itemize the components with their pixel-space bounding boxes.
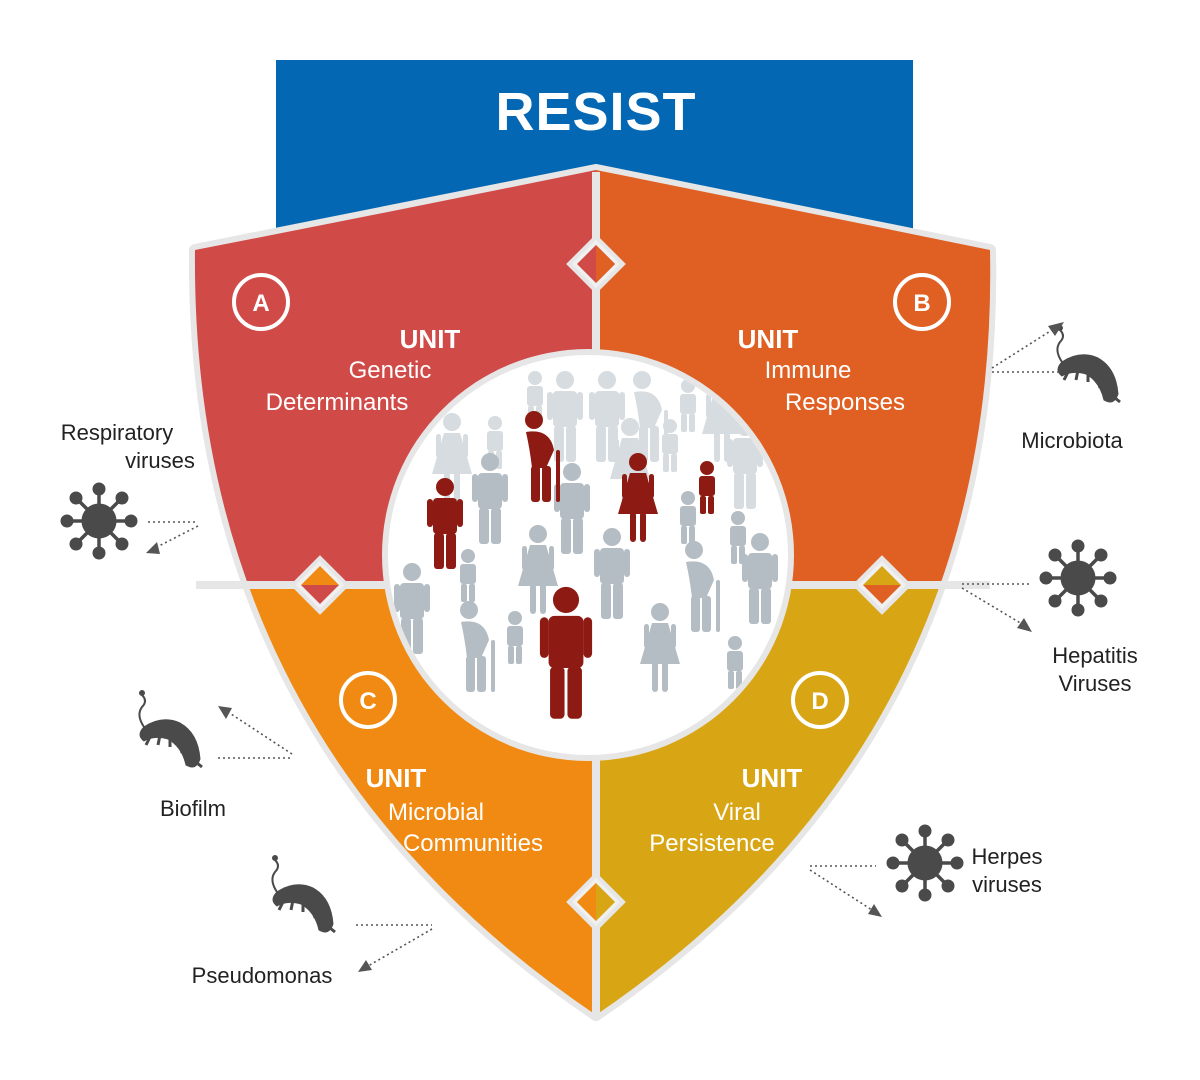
respiratory-line-2 [154,525,199,549]
hepatitis-line-2 [961,587,1023,625]
unit-a-badge [232,273,290,331]
virus-icon [885,823,965,903]
arrow-icon [1048,322,1064,336]
banner-title: RESIST [495,82,696,142]
diamond-top [566,234,626,294]
bacterium-icon [1055,324,1122,404]
unit-c-badge [339,671,397,729]
pseudomonas-label: Pseudomonas [192,963,333,988]
unit-c: C UNIT Microbial Communities [339,671,543,857]
pathogen-herpes: Herpes viruses [809,823,1043,917]
microbiota-label: Microbiota [1021,428,1123,453]
unit-a-letter: A [252,290,269,317]
arrow-icon [146,542,160,554]
biofilm-label: Biofilm [160,796,226,821]
pathogen-hepatitis: Hepatitis Viruses [961,538,1138,696]
unit-d-letter: D [811,688,828,715]
virus-icon [59,481,139,561]
bacterium-icon [270,854,337,934]
unit-b-name-line2: Responses [785,389,905,416]
microbiota-line-2 [991,329,1053,369]
unit-a-name-line2: Determinants [266,389,409,416]
pathogen-pseudomonas: Pseudomonas [192,854,433,988]
unit-c-keyword: UNIT [366,763,427,793]
unit-d-keyword: UNIT [742,763,803,793]
arrow-icon [1017,618,1032,632]
unit-a-keyword: UNIT [400,324,461,354]
pathogen-respiratory: Respiratory viruses [59,420,199,561]
arrow-icon [868,904,882,917]
virus-icon [1038,538,1118,618]
unit-a-name-line1: Genetic [349,357,432,384]
unit-a: A UNIT Genetic Determinants [232,273,461,416]
herpes-line-2 [809,869,873,911]
herpes-label-line1: Herpes [972,844,1043,869]
unit-c-name-line2: Communities [403,830,543,857]
unit-d-name-line2: Persistence [649,830,774,857]
hepatitis-label-line1: Hepatitis [1052,643,1138,668]
pseudomonas-line-2 [367,928,433,967]
arrow-icon [218,706,232,719]
unit-c-letter: C [359,688,376,715]
respiratory-label-line1: Respiratory [61,420,173,445]
diamond-bottom [566,872,626,932]
diamond-left [290,555,350,615]
unit-d-name-line1: Viral [713,799,761,826]
unit-b-letter: B [913,290,930,317]
pathogen-microbiota: Microbiota [991,322,1124,453]
hepatitis-label-line2: Viruses [1059,671,1132,696]
unit-b-name-line1: Immune [765,357,852,384]
respiratory-label-line2: viruses [125,448,195,473]
unit-c-name-line1: Microbial [388,799,484,826]
unit-b-keyword: UNIT [738,324,799,354]
pathogen-biofilm: Biofilm [137,689,293,821]
unit-b-badge [893,273,951,331]
biofilm-line-2 [227,711,293,755]
bacterium-icon [137,689,204,769]
herpes-label-line2: viruses [972,872,1042,897]
diamond-right [852,555,912,615]
unit-d: D UNIT Viral Persistence [649,671,849,857]
arrow-icon [358,960,372,972]
unit-b: B UNIT Immune Responses [738,273,951,416]
unit-d-badge [791,671,849,729]
